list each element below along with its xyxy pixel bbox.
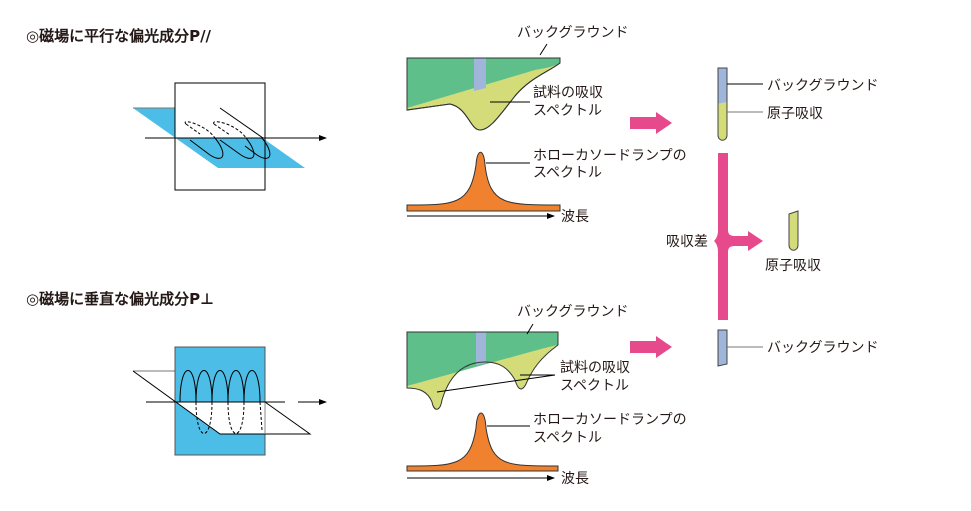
label-wavelength: 波長	[561, 471, 589, 487]
sample-absorption-region	[406, 331, 559, 410]
label-sample-absorption: 試料の吸収	[560, 360, 630, 376]
label-sample-absorption-2: スペクトル	[533, 103, 602, 119]
pink-arrow-icon	[630, 112, 672, 134]
lamp-spectrum-peak	[406, 151, 561, 212]
atomic-absorption-bar	[788, 210, 799, 251]
label-sample-absorption-2: スペクトル	[560, 378, 629, 394]
label-background: バックグラウンド	[517, 304, 628, 320]
parallel-polarization-figure	[133, 82, 327, 191]
top-spectrum	[406, 43, 561, 219]
label-background: バックグラウンド	[767, 340, 878, 356]
polarization-plane	[174, 346, 266, 456]
label-sample-absorption: 試料の吸収	[533, 85, 603, 101]
title-perpendicular: ◎磁場に垂直な偏光成分P⊥	[26, 290, 214, 308]
background-stripe	[476, 332, 486, 365]
lamp-spectrum-peak	[406, 412, 559, 472]
label-hcl-spectrum: ホローカソードランプの	[533, 148, 687, 164]
background-stripe	[474, 58, 486, 91]
label-background: バックグラウンド	[767, 78, 878, 94]
label-atomic-absorption: 原子吸収	[765, 258, 821, 274]
label-background: バックグラウンド	[517, 25, 628, 41]
title-parallel: ◎磁場に平行な偏光成分P//	[26, 27, 212, 45]
perpendicular-polarization-figure	[132, 346, 327, 456]
top-result-bar	[717, 67, 763, 141]
label-absorption-difference: 吸収差	[666, 234, 708, 250]
label-hcl-spectrum-2: スペクトル	[533, 430, 602, 446]
pink-arrow-icon	[630, 336, 672, 358]
background-bar	[717, 329, 728, 367]
absorption-difference-arrow-icon	[714, 153, 763, 320]
label-hcl-spectrum-2: スペクトル	[533, 165, 602, 181]
label-wavelength: 波長	[561, 209, 589, 225]
bottom-spectrum	[406, 323, 559, 481]
label-hcl-spectrum: ホローカソードランプの	[533, 412, 687, 428]
magnetic-field-frame	[174, 82, 266, 191]
label-atomic-absorption: 原子吸収	[767, 106, 823, 122]
